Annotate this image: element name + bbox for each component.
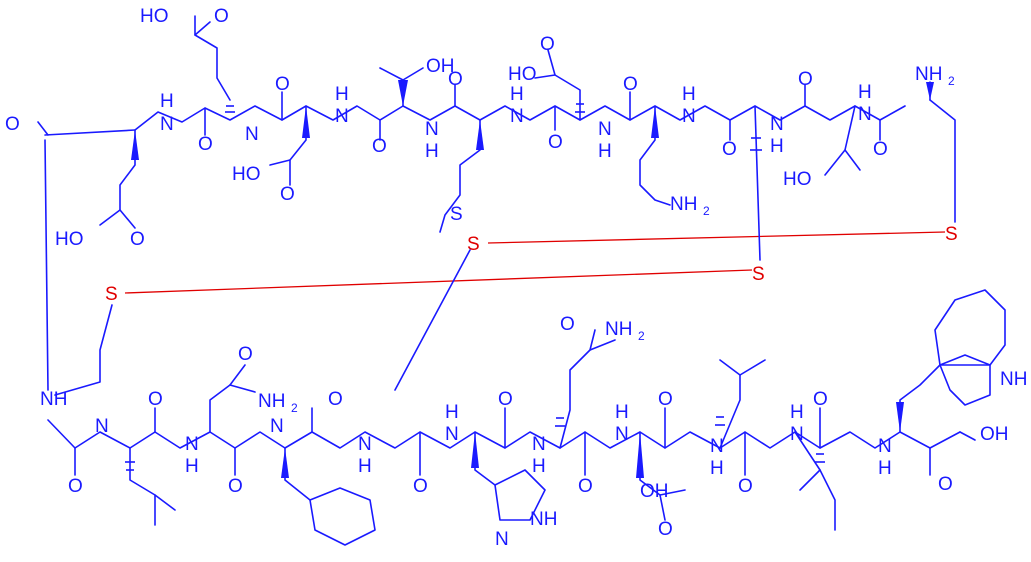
label-o-asp3: O — [658, 519, 673, 540]
label-s-cys3: S — [105, 284, 118, 305]
label-n-2: N — [245, 124, 259, 145]
label-s-cys2: S — [752, 264, 765, 285]
label-ho-asp-top: HO — [508, 64, 537, 85]
label-oh-thr1: OH — [426, 56, 455, 77]
label-s-cys1: S — [945, 224, 958, 245]
label-o-glu1: O — [214, 6, 229, 27]
stereo-markers — [125, 80, 934, 478]
label-hb-2: H — [185, 456, 199, 477]
label-n-5: N — [510, 106, 524, 127]
label-ob-2: O — [148, 389, 163, 410]
label-ob-6: O — [498, 389, 513, 410]
label-o-2: O — [275, 74, 290, 95]
label-o-6: O — [623, 74, 638, 95]
label-nb-1: N — [95, 416, 109, 437]
label-hb-4: H — [358, 456, 372, 477]
label-hb-10: H — [878, 458, 892, 479]
label-o-asp-top: O — [540, 34, 555, 55]
label-ob-8: O — [658, 389, 673, 410]
label-o-8: O — [798, 69, 813, 90]
label-o-cterm: O — [938, 474, 953, 495]
disulfide-bond-1 — [487, 231, 946, 244]
macrocycle-link-bonds — [37, 121, 471, 396]
label-nh-link: NH — [40, 389, 67, 410]
label-ob-9: O — [738, 476, 753, 497]
label-nb-9: N — [790, 424, 804, 445]
label-nb-6: N — [532, 434, 546, 455]
label-nh2-gln-sub: 2 — [638, 329, 645, 343]
label-nb-10: N — [878, 436, 892, 457]
disulfide-bond-2 — [124, 269, 753, 294]
bottom-chain-bonds — [47, 289, 1006, 546]
label-ob-7: O — [578, 476, 593, 497]
label-hb-6: H — [532, 456, 546, 477]
label-nb-2: N — [185, 434, 199, 455]
label-n-6: N — [598, 119, 612, 140]
label-ob-10: O — [813, 389, 828, 410]
label-ob-3: O — [228, 476, 243, 497]
label-nb-4: N — [358, 434, 372, 455]
label-nb-5: N — [445, 424, 459, 445]
label-hb-8: H — [710, 458, 724, 479]
label-n-7: N — [682, 106, 696, 127]
label-n-his: N — [495, 529, 509, 550]
label-h-7: H — [682, 84, 696, 105]
label-o-3: O — [372, 136, 387, 157]
label-nh2-asn: NH — [258, 391, 285, 412]
label-nh2-lys-sub: 2 — [703, 204, 710, 218]
label-nh2-gln: NH — [605, 319, 632, 340]
label-h-5: H — [510, 84, 524, 105]
label-o-9: O — [873, 139, 888, 160]
label-ob-4: O — [328, 389, 343, 410]
atom-labels: HO O OH H N O HO O NH 2 N O O H N O N H … — [5, 6, 1027, 550]
label-s-met-top: S — [450, 204, 463, 225]
label-n-9: N — [858, 104, 872, 125]
label-ho-thr2: HO — [783, 169, 812, 190]
label-nh2-lys: NH — [670, 194, 697, 215]
label-ob-1: O — [68, 476, 83, 497]
label-o-asn: O — [238, 344, 253, 365]
label-nb-3: N — [270, 416, 284, 437]
label-nh2-asn-sub: 2 — [291, 401, 298, 415]
label-ob-5: O — [413, 476, 428, 497]
label-hb-5: H — [445, 402, 459, 423]
label-nh-his: NH — [530, 509, 557, 530]
label-nb-8: N — [710, 436, 724, 457]
label-n-8: N — [770, 114, 784, 135]
label-n-3: N — [335, 106, 349, 127]
label-o-4: O — [448, 69, 463, 90]
label-o-5: O — [548, 132, 563, 153]
label-nh2-nterm: NH — [915, 64, 942, 85]
label-o-7: O — [722, 139, 737, 160]
label-s-met: S — [467, 234, 480, 255]
label-nh2-nterm-sub: 2 — [948, 74, 955, 88]
label-h-8: H — [770, 136, 784, 157]
label-o-glu2: O — [130, 229, 145, 250]
label-o-gln: O — [560, 314, 575, 335]
top-chain-bonds — [44, 15, 956, 261]
label-nb-7: N — [615, 424, 629, 445]
label-oh-cterm: OH — [980, 424, 1009, 445]
label-n-4: N — [425, 119, 439, 140]
label-o-1: O — [198, 134, 213, 155]
label-ho-asp2: HO — [232, 164, 261, 185]
label-h-3: H — [335, 84, 349, 105]
label-nh-trp: NH — [1000, 369, 1027, 390]
label-o-asp2: O — [280, 184, 295, 205]
label-h-6: H — [598, 141, 612, 162]
label-n-glu1: N — [160, 114, 174, 135]
label-oh-asp3: OH — [640, 481, 669, 502]
label-ho-glu1: HO — [140, 6, 169, 27]
label-h-glu1: H — [160, 91, 174, 112]
label-o-link: O — [5, 114, 20, 135]
label-ho-glu2: HO — [55, 229, 84, 250]
label-hb-7: H — [615, 402, 629, 423]
label-h-9: H — [858, 82, 872, 103]
label-h-4: H — [425, 141, 439, 162]
label-hb-9: H — [790, 402, 804, 423]
